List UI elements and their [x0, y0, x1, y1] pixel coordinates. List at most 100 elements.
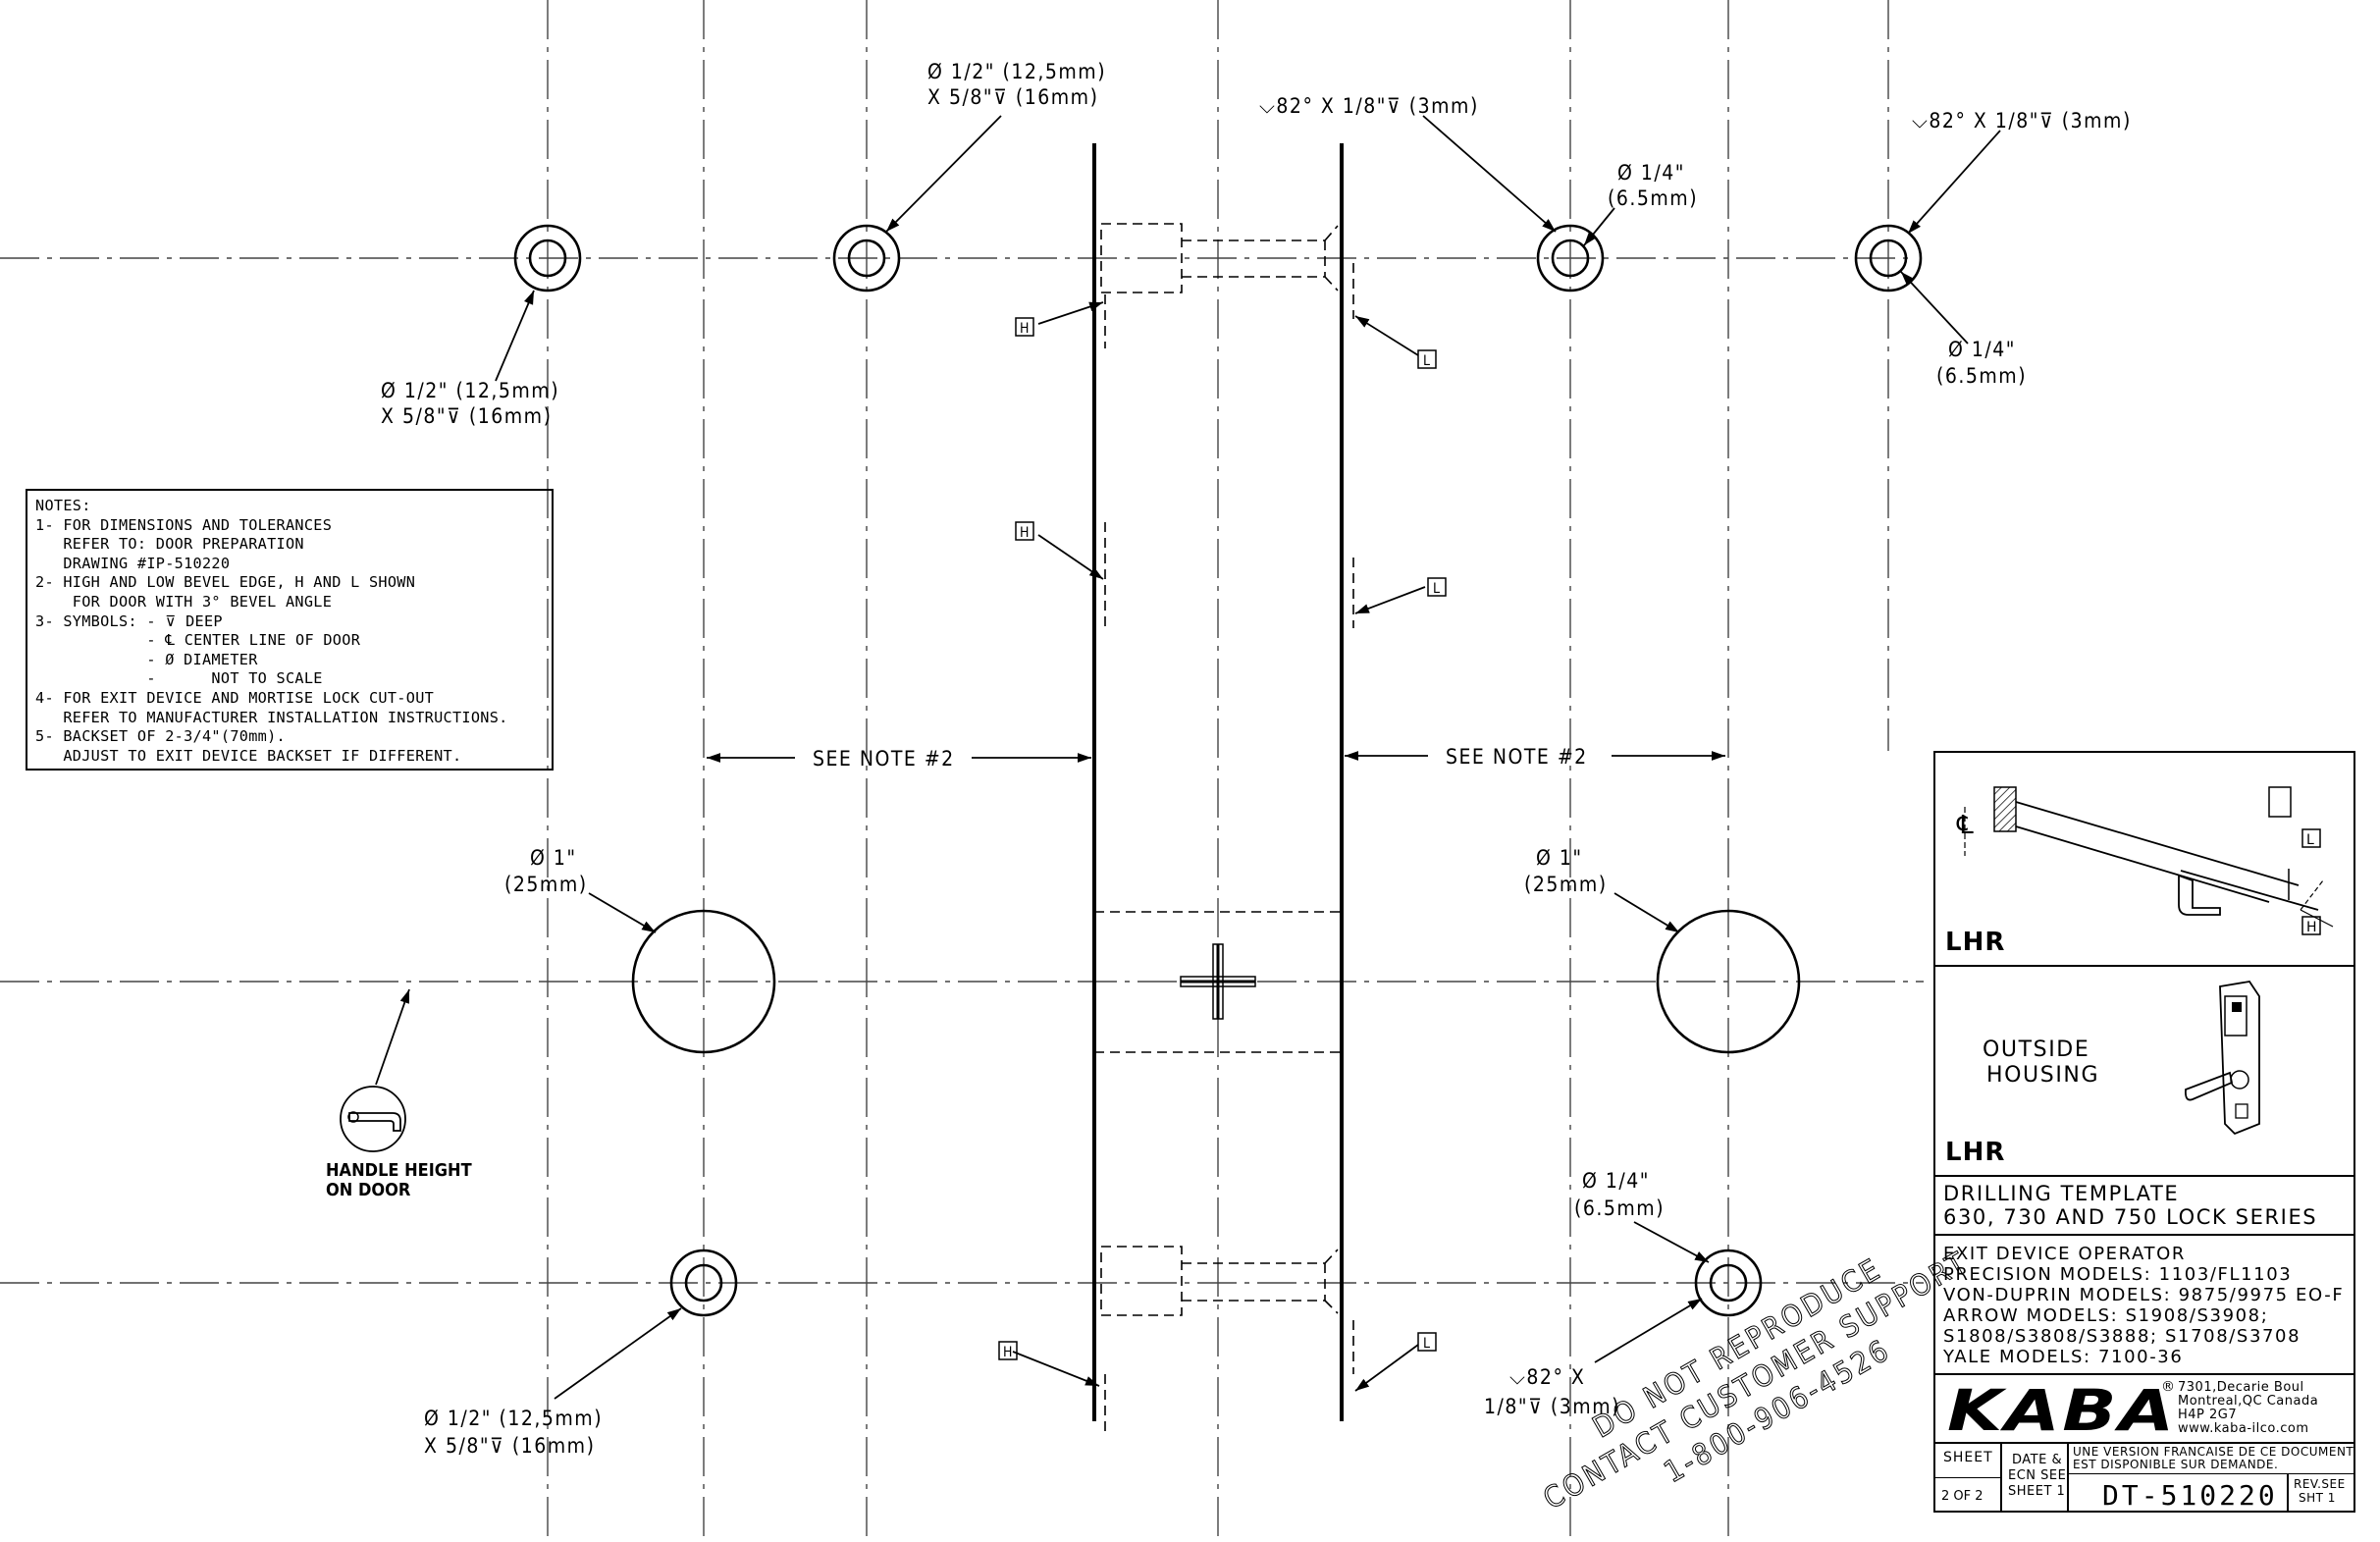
callout-top-left-b-line1: Ø 1/2" (12,5mm) [927, 60, 1106, 83]
leader-bottom-right-a [1633, 1221, 1710, 1263]
handle-height-label-line1: HANDLE HEIGHT [326, 1160, 472, 1181]
models-line: YALE MODELS: 7100-36 [1943, 1347, 2184, 1367]
svg-text:L: L [2306, 832, 2314, 848]
rev-line: REV.SEE [2294, 1477, 2346, 1491]
date-ecn-line: SHEET 1 [2008, 1484, 2066, 1499]
title-line2: 630, 730 AND 750 LOCK SERIES [1943, 1205, 2318, 1229]
callout-left-large-line1: Ø 1" [530, 846, 577, 870]
view1-label: LHR [1945, 928, 2006, 957]
leader-top-left-b [885, 115, 1002, 233]
leader-top-right-b [1907, 130, 2001, 235]
callout-top-right-a-line1: ⌵82° X 1/8"⊽ (3mm) [1259, 94, 1479, 118]
callout-top-right-a-line2: Ø 1/4" [1617, 161, 1685, 185]
models-line: S1808/S3808/S3888; S1708/S3708 [1943, 1326, 2301, 1347]
svg-text:H: H [1020, 321, 1029, 337]
view-bevel-section: ℄ L H LHR [1935, 753, 2354, 967]
callout-top-right-b-line3: (6.5mm) [1936, 364, 2027, 388]
edge-mark-high: H [1015, 521, 1034, 541]
address-line: Montreal,QC Canada [2178, 1394, 2319, 1409]
leader-top-left-a [495, 290, 535, 382]
edge-mark-low: L [1427, 577, 1447, 597]
thru-bolt-bottom-line [1324, 1300, 1339, 1314]
hole-top-right-b [1854, 224, 1923, 292]
leader-left-large [588, 892, 657, 933]
callout-top-left-a-line1: Ø 1/2" (12,5mm) [381, 379, 559, 402]
date-ecn-line: DATE & [2012, 1453, 2063, 1467]
svg-text:H: H [2306, 920, 2317, 935]
address-line: H4P 2G7 [2178, 1408, 2238, 1422]
svg-text:L: L [1423, 1336, 1430, 1352]
edge-mark-high: H [1015, 317, 1034, 337]
bevel-diagram: ℄ L H [1956, 786, 2334, 935]
hole-top-right-a [1536, 224, 1605, 292]
hole-top-left-b [832, 224, 901, 292]
models-section: EXIT DEVICE OPERATOR PRECISION MODELS: 1… [1935, 1236, 2354, 1375]
leader-top-right-a-dia [1583, 207, 1615, 246]
hole-bottom-right [1694, 1249, 1763, 1317]
callout-bottom-right-line3: ⌵82° X [1509, 1365, 1585, 1389]
callout-bottom-left-line2: X 5/8"⊽ (16mm) [424, 1434, 595, 1458]
rev-cell: REV.SEE SHT 1 [2287, 1473, 2355, 1511]
outside-housing-line2: HOUSING [1986, 1063, 2100, 1088]
hole-right-large [1656, 909, 1801, 1054]
models-line: PRECISION MODELS: 1103/FL1103 [1943, 1264, 2293, 1285]
models-line: ARROW MODELS: S1908/S3908; [1943, 1305, 2269, 1326]
hole-left-large [631, 909, 776, 1054]
svg-text:L: L [1423, 353, 1430, 369]
thru-bolt-top-counterbore [1100, 223, 1183, 293]
see-note-left-label: SEE NOTE #2 [813, 747, 955, 771]
edge-mark-low: L [1417, 349, 1437, 369]
svg-text:L: L [1433, 581, 1440, 597]
leader-h-2 [1037, 534, 1104, 580]
logo-section: KABA ® 7301,Decarie Boul Montreal,QC Can… [1935, 1375, 2354, 1444]
view-outside-housing-section: OUTSIDE HOUSING LHR [1935, 967, 2354, 1177]
sheet-info-section: SHEET 2 OF 2 DATE & ECN SEE SHEET 1 UNE … [1935, 1444, 2355, 1512]
callout-top-right-a-line3: (6.5mm) [1608, 186, 1698, 210]
french-note-line: EST DISPONIBLE SUR DEMANDE. [2073, 1458, 2279, 1471]
center-cross-mark [1180, 943, 1256, 1020]
callout-bottom-right-line1: Ø 1/4" [1582, 1169, 1650, 1193]
date-ecn-cell: DATE & ECN SEE SHEET 1 [2002, 1444, 2069, 1511]
handle-height-icon [340, 1086, 406, 1152]
outside-housing-line1: OUTSIDE [1983, 1037, 2090, 1062]
leader-l-2 [1354, 586, 1426, 614]
registered-mark: ® [2161, 1379, 2175, 1395]
thru-bolt-top-line [1324, 276, 1339, 292]
models-line: VON-DUPRIN MODELS: 9875/9975 EO-F [1943, 1285, 2345, 1305]
thru-bolt-top-line [1324, 225, 1339, 241]
leader-l-3 [1354, 1344, 1419, 1392]
title-section: DRILLING TEMPLATE 630, 730 AND 750 LOCK … [1935, 1177, 2354, 1236]
svg-text:H: H [1003, 1345, 1012, 1360]
callout-left-large-line2: (25mm) [504, 873, 588, 896]
edge-mark-high: H [998, 1341, 1018, 1360]
kaba-logo: KABA [1947, 1377, 2177, 1444]
see-note-right-label: SEE NOTE #2 [1446, 745, 1588, 769]
leader-top-right-a [1422, 115, 1557, 233]
sheet-cell: SHEET 2 OF 2 [1935, 1444, 2002, 1511]
callout-top-right-b-line2: Ø 1/4" [1948, 338, 2016, 361]
callout-bottom-right-line2: (6.5mm) [1574, 1196, 1665, 1220]
leader-right-large [1613, 892, 1680, 933]
lock-housing-illustration [2184, 981, 2260, 1136]
callout-right-large-line2: (25mm) [1524, 873, 1608, 896]
sheet-value: 2 OF 2 [1941, 1489, 1983, 1504]
notes-box: NOTES: 1- FOR DIMENSIONS AND TOLERANCES … [26, 489, 554, 771]
french-note-cell: UNE VERSION FRANCAISE DE CE DOCUMENT EST… [2069, 1444, 2354, 1474]
french-note-line: UNE VERSION FRANCAISE DE CE DOCUMENT [2073, 1445, 2354, 1459]
leader-h-1 [1037, 301, 1104, 325]
callout-bottom-left-line1: Ø 1/2" (12,5mm) [424, 1407, 603, 1430]
callout-top-left-a-line2: X 5/8"⊽ (16mm) [381, 404, 552, 428]
address-line: www.kaba-ilco.com [2178, 1421, 2309, 1436]
leader-handle-height [375, 988, 410, 1086]
date-ecn-line: ECN SEE [2008, 1468, 2067, 1483]
sheet-label: SHEET [1943, 1450, 1993, 1465]
leader-top-right-b-dia [1900, 271, 1969, 345]
leader-l-1 [1354, 315, 1419, 356]
edge-mark-low: L [1417, 1332, 1437, 1352]
callout-top-left-b-line2: X 5/8"⊽ (16mm) [927, 85, 1098, 109]
callout-top-right-b-line1: ⌵82° X 1/8"⊽ (3mm) [1912, 109, 2132, 133]
title-block: ℄ L H LHR OUTSIDE HOUSING [1933, 751, 2355, 1513]
svg-text:CONTACT CUSTOMER SUPPORT: CONTACT CUSTOMER SUPPORT [1538, 1245, 1975, 1516]
leader-bottom-left [554, 1307, 682, 1400]
